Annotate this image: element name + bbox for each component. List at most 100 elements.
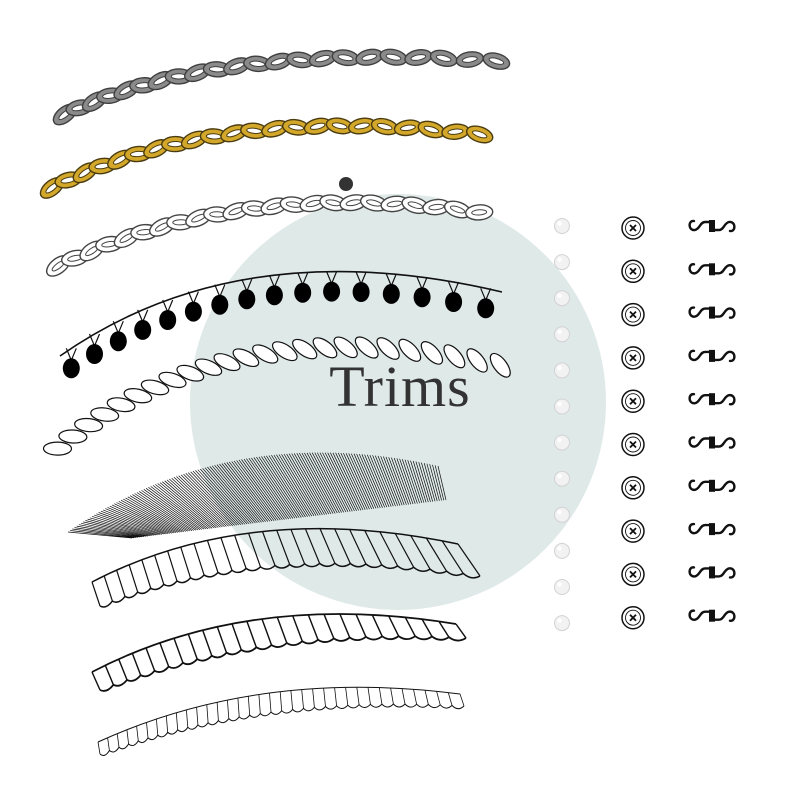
hook-and-eye — [688, 479, 736, 492]
outline-curb-chain-link-inner — [428, 203, 445, 211]
gold-curb-chain — [39, 117, 494, 199]
button-column — [621, 216, 645, 630]
pearl-highlight — [557, 437, 562, 443]
pendant-drop — [382, 283, 400, 304]
gold-curb-chain-link-inner — [447, 128, 464, 135]
pearl-bead — [554, 218, 570, 234]
pendant-drop — [109, 331, 127, 352]
hook-right — [710, 350, 736, 363]
button-ring — [625, 566, 641, 583]
twisted-cord — [42, 336, 511, 456]
thread-fringe — [67, 452, 447, 539]
pearl-highlight — [557, 329, 562, 334]
pendant-drop — [265, 285, 283, 306]
button-thread — [629, 267, 637, 275]
hook-left — [688, 479, 714, 492]
pearl-highlight — [557, 474, 562, 479]
rope-strand — [271, 341, 298, 362]
pendant-drop — [352, 282, 370, 302]
hook-left — [688, 219, 714, 232]
button-ring — [625, 349, 641, 366]
button-ring — [625, 523, 641, 540]
silver-curb-chain-link — [286, 51, 315, 69]
silver-curb-chain-link — [379, 48, 408, 66]
four-hole-button — [621, 605, 645, 630]
pearl-bead — [554, 362, 570, 379]
pearl-bead — [554, 434, 570, 451]
pearl-body — [554, 290, 570, 307]
rope-strand — [74, 417, 104, 433]
four-hole-button — [621, 519, 645, 543]
rope-strand — [398, 338, 422, 362]
hook-and-eye — [688, 263, 736, 276]
gold-curb-chain-link-inner — [167, 140, 184, 148]
rope-strand — [489, 352, 511, 378]
pendant-drop — [323, 281, 341, 302]
pendant-drop — [184, 301, 202, 322]
hook-bar — [709, 479, 715, 492]
silver-curb-chain-link-inner — [361, 53, 378, 61]
pearl-highlight — [557, 257, 562, 262]
silver-curb-chain-link — [455, 51, 484, 68]
rope-strand — [420, 341, 444, 365]
hook-bar — [709, 349, 715, 362]
pearl-body — [554, 398, 570, 415]
silver-curb-chain-link-inner — [385, 53, 402, 61]
silver-curb-chain-link — [243, 55, 272, 73]
pearl-column — [554, 218, 570, 632]
pearl-highlight — [557, 546, 562, 551]
hook-bar — [709, 220, 715, 232]
button-ring — [625, 436, 641, 453]
outline-curb-chain-link-inner — [471, 209, 488, 216]
button-thread — [629, 440, 637, 449]
silver-curb-chain-link-inner — [337, 54, 354, 62]
silver-curb-chain-link-inner — [410, 54, 427, 61]
silver-curb-chain — [52, 48, 511, 126]
gold-curb-chain-link — [466, 125, 494, 144]
pendant-drop — [477, 298, 495, 319]
hook-bar — [709, 566, 715, 579]
outline-curb-chain-link — [380, 195, 409, 213]
silver-curb-chain-link — [264, 52, 293, 71]
gathered-ruffle-folds — [91, 528, 481, 607]
button-thread — [629, 484, 637, 492]
silver-curb-chain-link — [308, 49, 337, 68]
gold-curb-chain-link — [161, 135, 190, 153]
pearl-body — [554, 579, 570, 595]
pearl-body — [554, 615, 570, 632]
hook-right — [710, 567, 736, 579]
outline-curb-chain-link — [443, 200, 472, 219]
pearl-bead — [554, 326, 570, 343]
button-ring — [625, 609, 641, 626]
button-ring — [625, 393, 641, 410]
pearl-bead — [554, 254, 570, 271]
silver-curb-chain-link — [482, 52, 511, 70]
pearl-highlight — [557, 618, 562, 623]
gathered-ruffle — [91, 527, 481, 608]
gold-curb-chain-link — [417, 120, 446, 139]
rope-strand — [333, 336, 358, 359]
pearl-highlight — [557, 401, 562, 407]
pearl-body — [554, 542, 570, 559]
pearl-body — [554, 434, 570, 451]
hook-and-eye — [688, 609, 736, 622]
hook-right — [710, 307, 736, 319]
hook-left — [688, 349, 714, 362]
hook-and-eye — [688, 436, 736, 449]
four-hole-button — [621, 389, 645, 413]
hook-right — [710, 480, 736, 492]
silver-curb-chain-link-inner — [292, 56, 309, 64]
rope-strand — [252, 344, 279, 364]
button-ring — [625, 263, 641, 280]
pendant-drop — [211, 294, 229, 315]
button-thread — [629, 354, 637, 362]
silver-curb-chain-link-inner — [208, 66, 225, 73]
hook-and-eye — [688, 566, 736, 579]
hook-right — [710, 264, 736, 276]
pleated-ruffle — [91, 613, 467, 692]
hook-bar — [709, 306, 715, 319]
narrow-ruffle-bottom-edge — [99, 703, 465, 757]
outline-curb-chain-link-inner — [449, 205, 466, 214]
hook-right — [710, 393, 736, 406]
